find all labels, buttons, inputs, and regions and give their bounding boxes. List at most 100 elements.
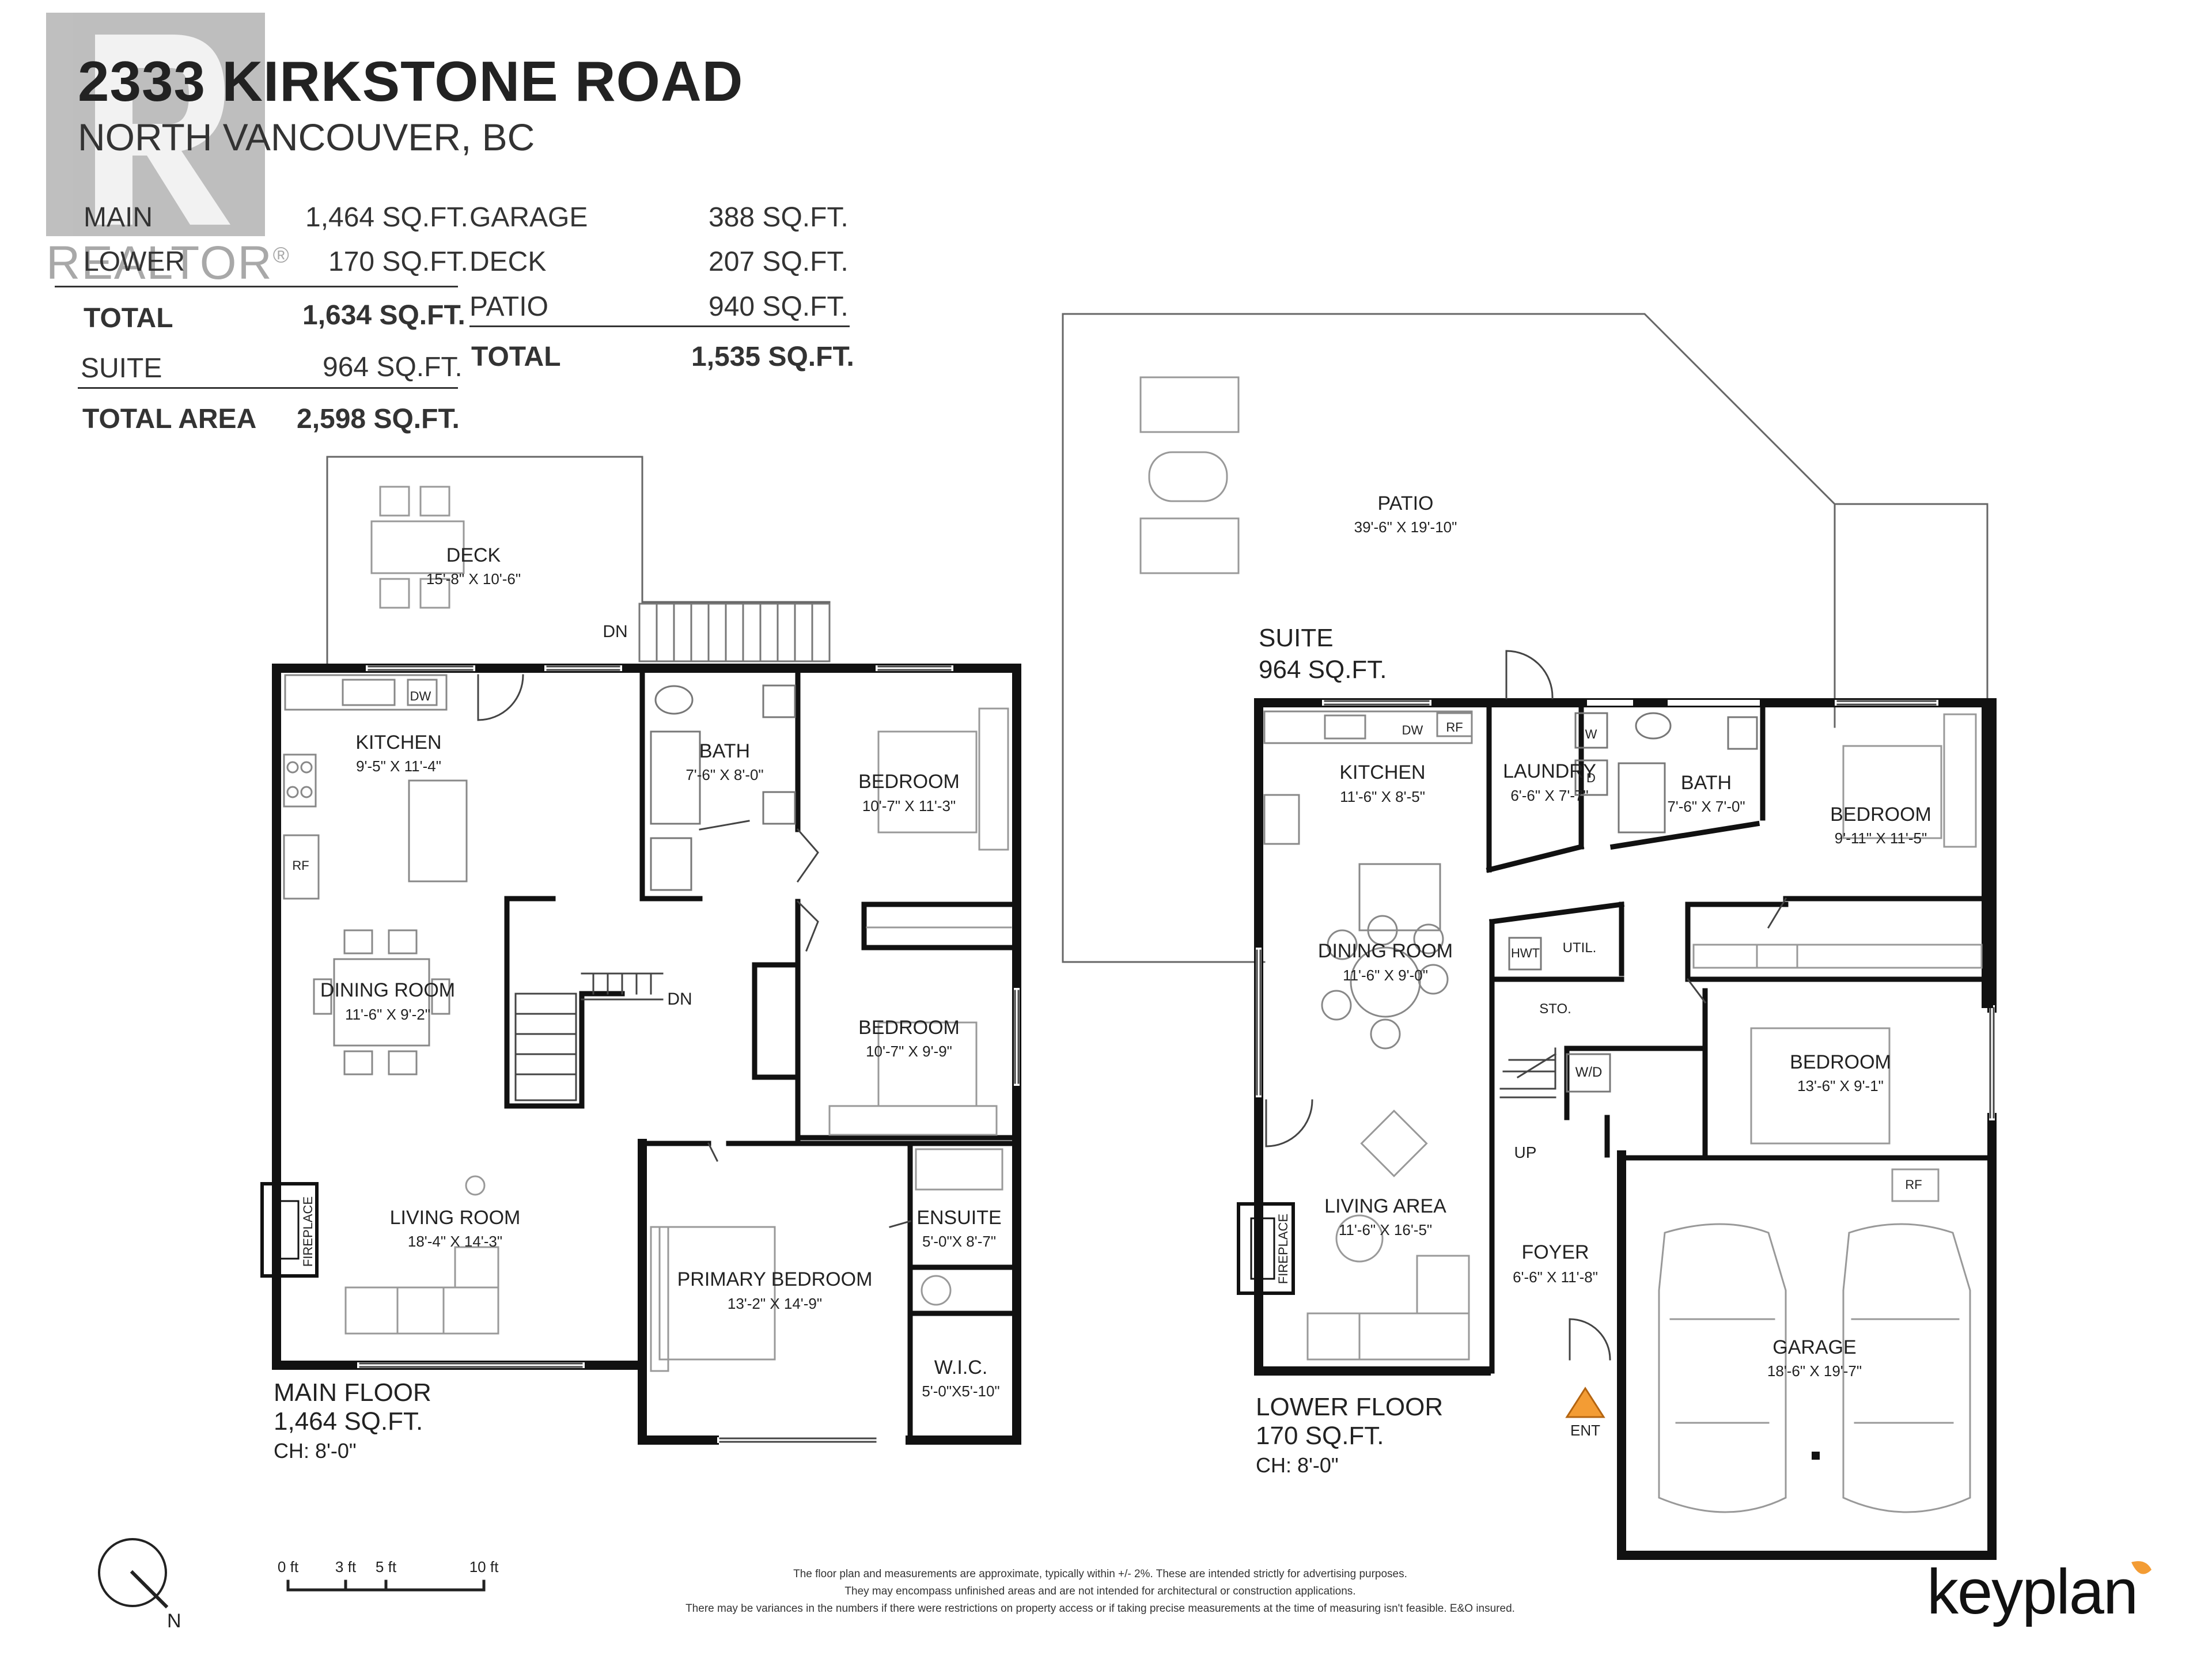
mark-util: UTIL.: [1562, 940, 1597, 956]
lower-floor-label: LOWER FLOOR: [1256, 1393, 1444, 1421]
area-label: DECK: [469, 247, 547, 277]
room-name: DINING ROOM: [1317, 940, 1453, 962]
room-name: LAUNDRY: [1503, 760, 1596, 782]
lower-floor-ceiling: CH: 8'-0": [1256, 1453, 1339, 1477]
garage-cars: [1658, 1223, 1971, 1513]
room-dims: 11'-6" X 8'-5": [1340, 788, 1425, 805]
room-name: PRIMARY BEDROOM: [677, 1268, 873, 1290]
deck-stairs: [638, 603, 831, 662]
lower-floor-area: 170 SQ.FT.: [1256, 1422, 1384, 1450]
area-label: SUITE: [81, 353, 162, 384]
area-value: 1,535 SQ.FT.: [691, 342, 854, 372]
property-city: NORTH VANCOUVER, BC: [78, 116, 535, 158]
room-dims: 10'-7" X 9'-9": [866, 1043, 952, 1060]
area-label: PATIO: [469, 291, 548, 322]
room-name: KITCHEN: [1339, 762, 1426, 783]
disclaimer-line: There may be variances in the numbers if…: [685, 1603, 1515, 1615]
room-dims: 6'-6" X 11'-8": [1513, 1268, 1598, 1286]
suite-area: 964 SQ.FT.: [1259, 656, 1387, 684]
realtor-wordmark: REALTOR®: [46, 237, 290, 289]
area-value: 388 SQ.FT.: [709, 202, 849, 233]
room-dims: 18'-4" X 14'-3": [407, 1233, 503, 1250]
scale-label: 3 ft: [335, 1558, 357, 1575]
lower-windows: [1256, 700, 1995, 1374]
room-dims: 5'-0"X5'-10": [922, 1382, 1000, 1400]
area-value: 1,464 SQ.FT.: [305, 202, 468, 233]
area-value: 207 SQ.FT.: [709, 247, 849, 277]
lower-kitchen-fixtures: [1263, 710, 1473, 931]
patio-furniture: [1139, 376, 1240, 574]
room-dims: 11'-6" X 16'-5": [1338, 1221, 1433, 1238]
mark-dn: DN: [603, 622, 628, 641]
room-dims: 13'-6" X 9'-1": [1797, 1077, 1884, 1094]
mark-sto: STO.: [1539, 1001, 1571, 1017]
room-dims: 7'-6" X 7'-0": [1667, 798, 1745, 815]
mark-d: D: [1586, 771, 1596, 785]
mark-up: UP: [1514, 1143, 1537, 1161]
room-dims: 39'-6" X 19'-10": [1354, 518, 1457, 536]
area-label: GARAGE: [469, 202, 588, 233]
room-name: BEDROOM: [1790, 1051, 1891, 1073]
divider: [55, 286, 458, 287]
main-window-glass: [359, 665, 1020, 1443]
room-name: BEDROOM: [858, 1017, 960, 1039]
room-name: LIVING AREA: [1324, 1195, 1446, 1217]
room-name: BEDROOM: [858, 771, 960, 793]
room-dims: 10'-7" X 11'-3": [862, 797, 956, 815]
scale-bar: [286, 1580, 486, 1592]
divider: [469, 325, 850, 327]
room-dims: 6'-6" X 7'-7": [1510, 787, 1589, 804]
main-interior-walls: [504, 665, 1020, 1443]
main-staircase: [514, 972, 664, 1101]
room-name: DINING ROOM: [320, 979, 456, 1001]
room-name: LIVING ROOM: [389, 1207, 521, 1229]
area-label: MAIN: [84, 202, 153, 233]
room-name: BATH: [1680, 772, 1732, 794]
room-dims: 11'-6" X 9'-0": [1343, 967, 1428, 984]
lower-sofa: [1306, 1109, 1470, 1361]
disclaimer-line: They may encompass unfinished areas and …: [844, 1585, 1356, 1597]
room-name: PATIO: [1377, 493, 1434, 514]
mark-ent: ENT: [1570, 1422, 1600, 1439]
mark-wd: W/D: [1575, 1065, 1603, 1080]
room-dims: 11'-6" X 9'-2": [345, 1006, 430, 1023]
area-value: 2,598 SQ.FT.: [297, 404, 460, 434]
suite-label: SUITE: [1259, 624, 1334, 652]
mark-w: W: [1585, 727, 1597, 741]
mark-rf: RF: [1446, 720, 1463, 734]
area-label: LOWER: [84, 247, 185, 277]
room-name: BEDROOM: [1830, 804, 1931, 825]
main-kitchen-fixtures: [283, 674, 468, 900]
mark-rf: RF: [292, 858, 309, 873]
lower-fireplace: [1237, 1202, 1295, 1295]
area-label: TOTAL: [471, 342, 561, 372]
main-floor-label: MAIN FLOOR: [274, 1378, 431, 1407]
room-dims: 13'-2" X 14'-9": [727, 1295, 823, 1312]
mark-dw: DW: [1402, 723, 1423, 737]
property-address: 2333 KIRKSTONE ROAD: [78, 50, 744, 113]
divider: [78, 387, 458, 389]
lower-bedroom-furniture: [1692, 713, 1983, 1202]
main-windows: [357, 665, 1020, 1443]
scale-label: 5 ft: [375, 1558, 397, 1575]
room-dims: 18'-6" X 19'-7": [1767, 1362, 1862, 1380]
area-label: TOTAL AREA: [82, 404, 257, 434]
lower-laundry-bath: [1508, 712, 1758, 1093]
room-name: GARAGE: [1772, 1336, 1857, 1358]
main-fireplace: [260, 1182, 319, 1278]
room-dims: 9'-11" X 11'-5": [1834, 830, 1927, 847]
keyplan-logo: keyplan: [1927, 1556, 2138, 1627]
lower-doors: [1265, 650, 1787, 1361]
area-label: TOTAL: [84, 303, 173, 334]
room-dims: 15'-8" X 10'-6": [426, 570, 521, 588]
patio-outline: [1062, 313, 1988, 963]
room-name: KITCHEN: [355, 732, 442, 753]
lower-dining-table: [1321, 915, 1449, 1050]
room-dims: 5'-0"X 8'-7": [922, 1233, 997, 1250]
main-doors: [477, 674, 911, 1228]
area-value: 170 SQ.FT.: [328, 247, 468, 277]
room-dims: 7'-6" X 8'-0": [685, 766, 764, 783]
room-dims: 9'-5" X 11'-4": [356, 757, 441, 775]
